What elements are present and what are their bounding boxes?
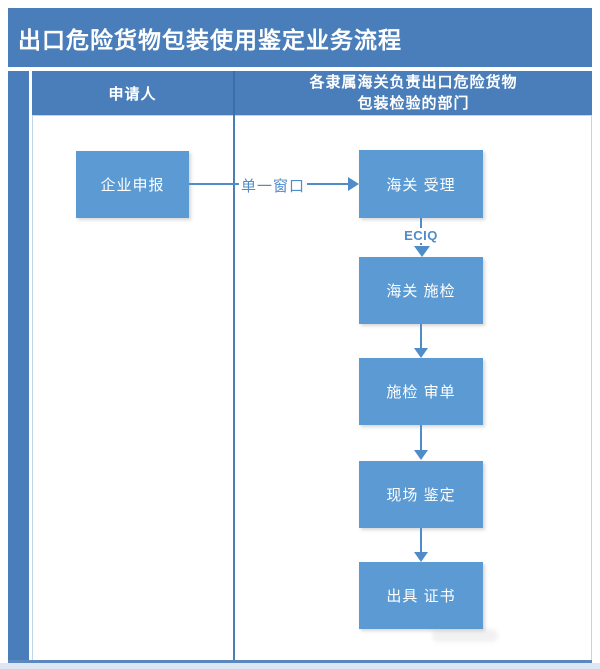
node-onsite-appraisal-label: 现场 鉴定 xyxy=(386,487,456,504)
edge-label-eciq: ECIQ xyxy=(400,228,442,243)
diagram-title: 出口危险货物包装使用鉴定业务流程 xyxy=(18,26,402,53)
node-onsite-appraisal: 现场 鉴定 xyxy=(359,461,483,528)
node-enterprise-declaration-label: 企业申报 xyxy=(100,177,165,194)
connector-inspection-to-review-line xyxy=(420,324,422,349)
node-enterprise-declaration: 企业申报 xyxy=(76,151,189,218)
node-issue-certificate: 出具 证书 xyxy=(359,562,483,629)
node-customs-inspection: 海关 施检 xyxy=(359,257,483,324)
node-customs-acceptance: 海关 受理 xyxy=(359,150,483,218)
lane-title-customs-line1: 各隶属海关负责出口危险货物 xyxy=(309,74,518,91)
node-issue-certificate-label: 出具 证书 xyxy=(386,588,456,605)
frame-bottom-line xyxy=(8,660,592,663)
frame-bottom-shadow xyxy=(0,663,600,669)
lane-title-applicant: 申请人 xyxy=(108,85,157,103)
arrow-down-icon xyxy=(414,450,428,460)
node-inspection-document-review-label: 施检 审单 xyxy=(386,384,456,401)
arrow-down-icon xyxy=(414,552,428,562)
diagram-title-bar: 出口危险货物包装使用鉴定业务流程 xyxy=(8,8,592,67)
node-customs-acceptance-label: 海关 受理 xyxy=(386,176,456,194)
node-inspection-document-review: 施检 审单 xyxy=(359,358,483,425)
edge-label-single-window: 单一窗口 xyxy=(239,175,307,196)
watermark xyxy=(432,629,498,642)
lane-header-customs: 各隶属海关负责出口危险货物 包装检验的部门 xyxy=(235,71,592,115)
arrow-down-icon xyxy=(414,348,428,358)
connector-onsite-to-certificate-line xyxy=(420,528,422,553)
lane-divider xyxy=(233,115,235,660)
lane-divider-header-segment xyxy=(233,71,235,115)
connector-review-to-onsite-line xyxy=(420,425,422,451)
arrow-right-icon xyxy=(348,177,359,191)
lane-title-customs-line2: 包装检验的部门 xyxy=(357,95,470,112)
lane-header-applicant: 申请人 xyxy=(32,71,233,115)
left-lane-strip xyxy=(8,71,29,660)
arrow-down-icon xyxy=(414,246,430,257)
node-customs-inspection-label: 海关 施检 xyxy=(386,283,456,300)
